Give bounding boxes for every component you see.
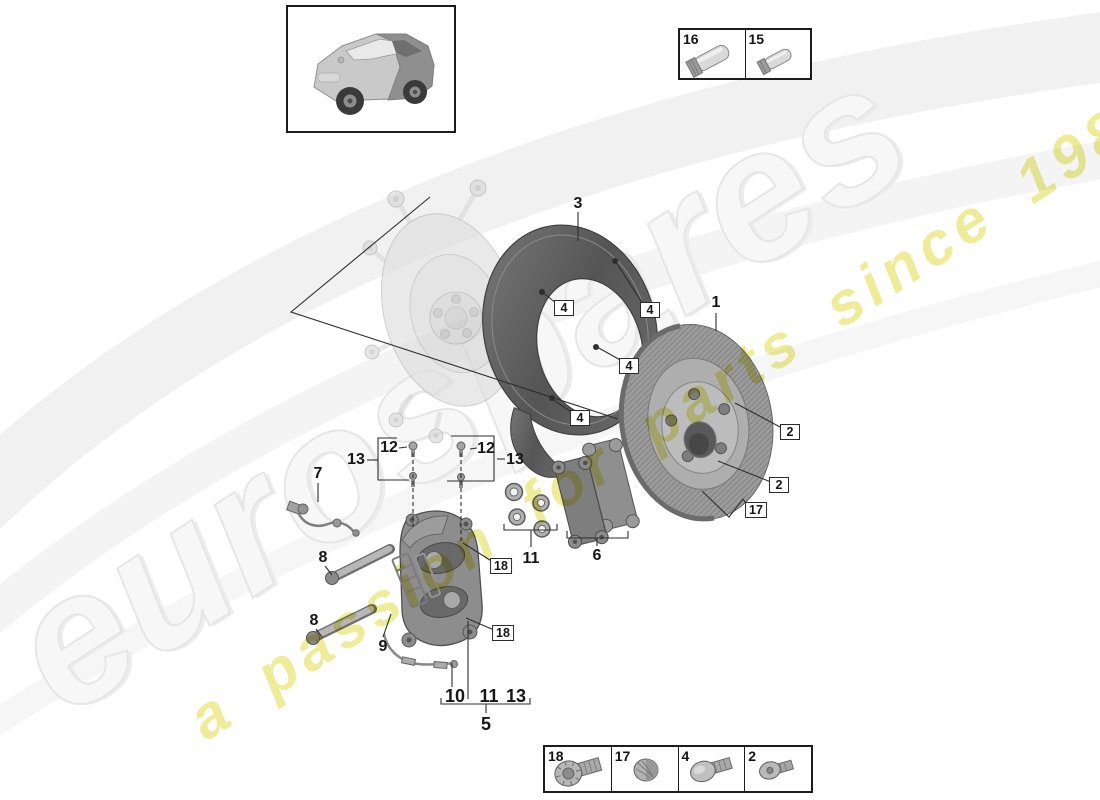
retainer-spring-illustration (391, 552, 441, 609)
callout-2-a[interactable]: 2 (780, 424, 800, 440)
callout-11-b[interactable]: 11 (479, 686, 499, 706)
callout-13-a[interactable]: 13 (347, 451, 365, 468)
brake-disc-illustration (618, 323, 774, 522)
callout-4-d[interactable]: 4 (570, 410, 590, 426)
ref-label-15: 15 (748, 31, 765, 47)
cap-plug-icon (633, 758, 658, 782)
callout-13-c[interactable]: 13 (505, 686, 527, 706)
ref-cell-15[interactable]: 15 (746, 30, 811, 78)
ref-label-18: 18 (548, 748, 564, 764)
ref-cell-18[interactable]: 18 (545, 747, 612, 791)
callout-1[interactable]: 1 (711, 294, 721, 311)
reference-box-fasteners: 18 17 (543, 745, 813, 793)
leader-lines (289, 196, 783, 713)
callout-7[interactable]: 7 (313, 465, 323, 482)
reference-box-lubricants: 16 15 (678, 28, 812, 80)
vehicle-thumbnail[interactable] (286, 5, 456, 133)
callout-8-a[interactable]: 8 (318, 549, 328, 566)
seal-rings-illustration (504, 482, 551, 538)
callout-18-b[interactable]: 18 (492, 625, 514, 641)
callout-11[interactable]: 11 (522, 550, 540, 567)
countersunk-screw-icon (759, 759, 795, 780)
ref-label-2: 2 (748, 748, 757, 764)
callout-13-b[interactable]: 13 (506, 451, 524, 468)
vehicle-illustration (313, 33, 435, 115)
ref-label-17: 17 (614, 748, 631, 764)
callout-9[interactable]: 9 (378, 638, 388, 655)
ref-label-16: 16 (683, 31, 699, 47)
callout-10[interactable]: 10 (444, 686, 466, 706)
grease-tube-small-icon (756, 48, 792, 76)
callout-4-a[interactable]: 4 (554, 300, 574, 316)
callout-12-a[interactable]: 12 (380, 439, 398, 456)
callout-2-b[interactable]: 2 (769, 477, 789, 493)
callout-18-a[interactable]: 18 (490, 558, 512, 574)
callout-3[interactable]: 3 (573, 195, 583, 212)
ref-cell-2[interactable]: 2 (745, 747, 811, 791)
callout-12-b[interactable]: 12 (477, 440, 495, 457)
callout-4-b[interactable]: 4 (640, 302, 660, 318)
callout-17[interactable]: 17 (745, 502, 767, 518)
brake-wire-illustration (382, 633, 458, 670)
pan-head-screw-icon (690, 757, 734, 783)
brake-pads-illustration (551, 438, 640, 549)
flanged-screw-icon (554, 757, 603, 787)
ref-cell-17[interactable]: 17 (612, 747, 679, 791)
ref-label-4: 4 (681, 748, 690, 764)
grease-tube-large-icon (684, 44, 729, 78)
callout-5[interactable]: 5 (480, 714, 492, 734)
wear-sensor-illustration (286, 500, 360, 537)
ref-cell-16[interactable]: 16 (680, 30, 746, 78)
guide-pins-illustration (306, 544, 395, 645)
callout-6[interactable]: 6 (592, 547, 602, 564)
callout-8-b[interactable]: 8 (309, 612, 319, 629)
ref-cell-4[interactable]: 4 (679, 747, 746, 791)
callout-4-c[interactable]: 4 (619, 358, 639, 374)
